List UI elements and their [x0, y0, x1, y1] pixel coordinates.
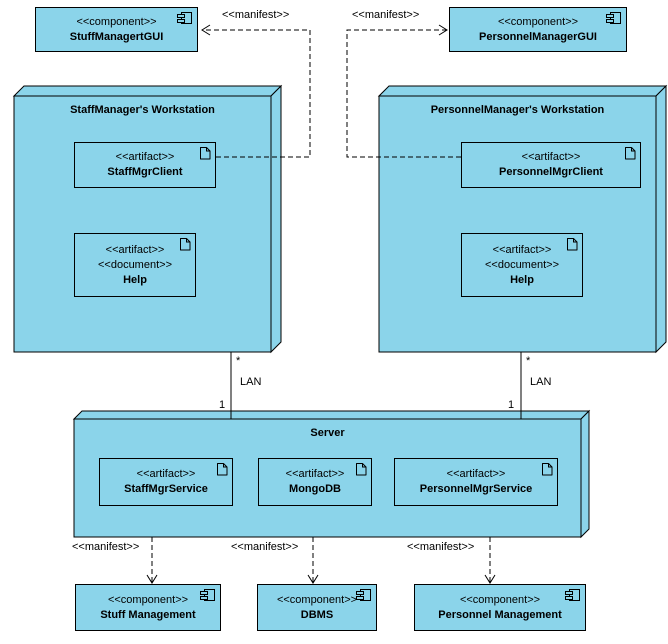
multiplicity-one-right: 1 [508, 399, 515, 411]
component-dbms: <<component>> DBMS [257, 584, 377, 631]
artifact-icon [566, 237, 578, 251]
artifact-icon [199, 146, 211, 160]
manifest-edges [151, 29, 491, 582]
lan-edges [230, 352, 522, 419]
lan-label-right: LAN [530, 376, 552, 388]
artifact-name: MongoDB [289, 483, 341, 495]
component-name: Personnel Management [438, 608, 562, 621]
stereotype-label: <<document>> [97, 258, 172, 271]
stereotype-label: <<artifact>> [521, 151, 581, 163]
stereotype-label: <<artifact>> [105, 243, 165, 256]
multiplicity-one-left: 1 [219, 399, 226, 411]
node-title-server: Server [310, 427, 345, 439]
stereotype-label: <<component>> [107, 593, 189, 606]
component-personnel-manager-gui: <<component>> PersonnelManagerGUI [449, 7, 627, 52]
component-name: StuffManagertGUI [69, 30, 164, 43]
stereotype-label: <<artifact>> [115, 151, 175, 163]
artifact-staff-mgr-service: <<artifact>> StaffMgrService [99, 458, 233, 506]
node-staff-workstation-shape [12, 84, 283, 354]
node-personnel-workstation-shape [377, 84, 668, 354]
manifest-label-bottom-left: <<manifest>> [72, 541, 140, 553]
stereotype-label: <<component>> [459, 593, 541, 606]
component-icon [200, 588, 216, 602]
component-stuff-manager-gui: <<component>> StuffManagertGUI [35, 7, 198, 52]
artifact-name: StaffMgrService [124, 483, 208, 495]
component-stuff-management: <<component>> Stuff Management [75, 584, 221, 631]
node-title-personnel-workstation: PersonnelManager's Workstation [430, 104, 605, 116]
stereotype-label: <<artifact>> [136, 468, 196, 480]
stereotype-label: <<document>> [484, 258, 559, 271]
artifact-mongodb: <<artifact>> MongoDB [258, 458, 372, 506]
stereotype-label: <<artifact>> [492, 243, 552, 256]
artifact-icon [216, 462, 228, 476]
component-personnel-management: <<component>> Personnel Management [414, 584, 586, 631]
artifact-name: PersonnelMgrClient [499, 166, 603, 178]
component-icon [565, 588, 581, 602]
multiplicity-star-right: * [526, 355, 531, 367]
lan-label-left: LAN [240, 376, 262, 388]
artifact-name: StaffMgrClient [107, 166, 183, 178]
artifact-name: Help [123, 273, 147, 286]
component-name: Stuff Management [100, 608, 196, 621]
artifact-icon [624, 146, 636, 160]
stereotype-label: <<component>> [276, 593, 358, 606]
manifest-label-top-left: <<manifest>> [222, 9, 290, 21]
artifact-icon [541, 462, 553, 476]
artifact-name: PersonnelMgrService [419, 483, 533, 495]
multiplicity-star-left: * [236, 355, 241, 367]
stereotype-label: <<artifact>> [446, 468, 506, 480]
node-title-staff-workstation: StaffManager's Workstation [70, 104, 215, 116]
arrowheads [146, 24, 496, 584]
component-name: DBMS [300, 608, 334, 621]
artifact-personnel-mgr-client: <<artifact>> PersonnelMgrClient [461, 142, 641, 188]
component-icon [606, 11, 622, 25]
artifact-staff-mgr-client: <<artifact>> StaffMgrClient [74, 142, 216, 188]
manifest-label-bottom-right: <<manifest>> [407, 541, 475, 553]
stereotype-label: <<component>> [497, 15, 579, 28]
stereotype-label: <<artifact>> [285, 468, 345, 480]
component-icon [177, 11, 193, 25]
component-icon [356, 588, 372, 602]
artifact-help-left: <<artifact>> <<document>> Help [74, 233, 196, 297]
artifact-help-right: <<artifact>> <<document>> Help [461, 233, 583, 297]
manifest-label-bottom-middle: <<manifest>> [231, 541, 299, 553]
artifact-personnel-mgr-service: <<artifact>> PersonnelMgrService [394, 458, 558, 506]
artifact-name: Help [510, 273, 534, 286]
artifact-icon [179, 237, 191, 251]
stereotype-label: <<component>> [76, 15, 157, 28]
manifest-label-top-right: <<manifest>> [352, 9, 420, 21]
artifact-icon [355, 462, 367, 476]
component-name: PersonnelManagerGUI [479, 30, 597, 43]
